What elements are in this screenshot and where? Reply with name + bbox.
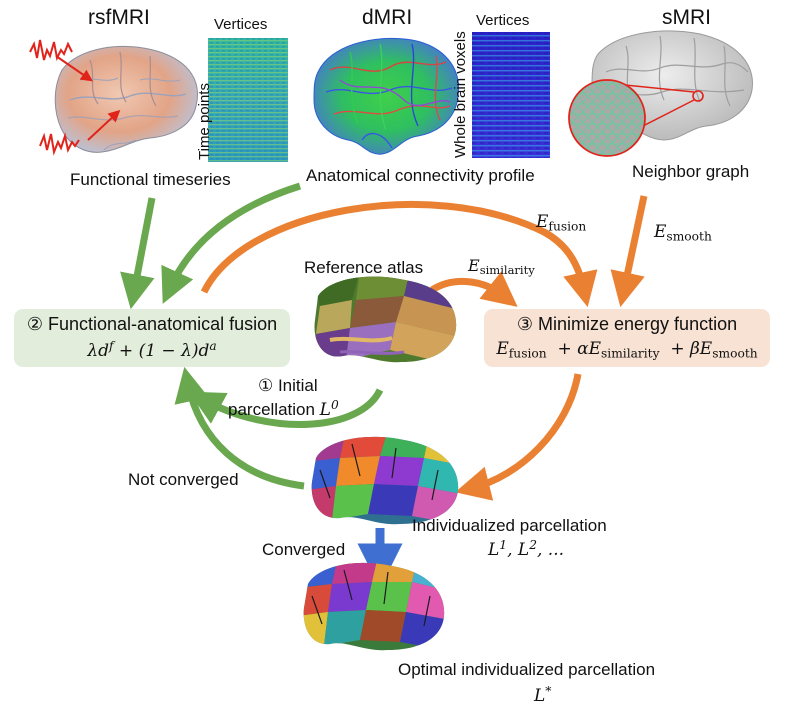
arrow-reference-to-energy: [430, 271, 518, 307]
optimal-parcellation-brain: [303, 562, 445, 651]
e-fusion-label: Efusion: [536, 212, 587, 234]
dmri-matrix-xlabel: Vertices: [476, 12, 530, 29]
fusion-box-bg: [14, 309, 290, 367]
arrow-fusion-to-energy: [200, 200, 598, 308]
neighbor-graph-sphere: [568, 79, 704, 157]
timeseries-signal-icon: [29, 39, 121, 156]
individualized-label: Individualized parcellation: [412, 516, 607, 535]
arrow-anatomical-to-fusion: [161, 182, 302, 304]
arrow-smooth-to-energy: [610, 195, 648, 308]
smri-caption: Neighbor graph: [632, 162, 750, 181]
energy-box-title: ③ Minimize energy function: [516, 314, 738, 334]
energy-box-equation: Efusion + αEsimilarity + βEsmooth: [496, 339, 758, 361]
rsfmri-matrix-ylabel: Time points: [196, 83, 213, 160]
fusion-box-title: ② Functional-anatomical fusion: [26, 314, 278, 334]
e-smooth-label: Esmooth: [654, 222, 712, 244]
rsfmri-matrix-xlabel: Vertices: [214, 16, 268, 33]
rsfmri-brain-render: [54, 46, 198, 153]
arrow-not-converged-loop: [174, 366, 305, 490]
rsfmri-timeseries-matrix: [208, 38, 288, 162]
converged-label: Converged: [262, 540, 346, 559]
individualized-parcellation-brain: [311, 436, 459, 525]
optimal-symbol: L*: [534, 684, 552, 707]
optimal-label: Optimal individualized parcellation: [398, 660, 656, 679]
initial-label-line1: ① Initial: [258, 376, 318, 395]
dmri-caption: Anatomical connectivity profile: [306, 166, 535, 185]
initial-label-line2: parcellation L0: [228, 398, 339, 421]
arrow-energy-to-individualized: [455, 373, 582, 501]
dmri-connectivity-matrix: [472, 32, 550, 158]
arrow-functional-to-fusion: [120, 197, 156, 310]
energy-box: ③ Minimize energy function Efusion + αEs…: [484, 309, 770, 367]
dmri-title: dMRI: [362, 6, 413, 29]
not-converged-label: Not converged: [128, 470, 239, 489]
dmri-matrix-ylabel: Whole brain voxels: [452, 31, 469, 158]
arrow-initial-to-fusion: [188, 388, 384, 428]
energy-box-bg: [484, 309, 770, 367]
dmri-tractography-brain: [313, 37, 460, 155]
smri-title: sMRI: [662, 6, 711, 29]
fusion-box-equation: λdf + (1 − λ)da: [87, 339, 217, 362]
rsfmri-title: rsfMRI: [88, 6, 150, 29]
rsfmri-caption: Functional timeseries: [70, 170, 231, 189]
reference-atlas-label: Reference atlas: [304, 258, 424, 277]
e-similarity-label: Esimilarity: [468, 256, 535, 278]
fusion-box: ② Functional-anatomical fusion λdf + (1 …: [14, 309, 290, 367]
individualized-symbols: L1, L2, ...: [488, 538, 565, 561]
